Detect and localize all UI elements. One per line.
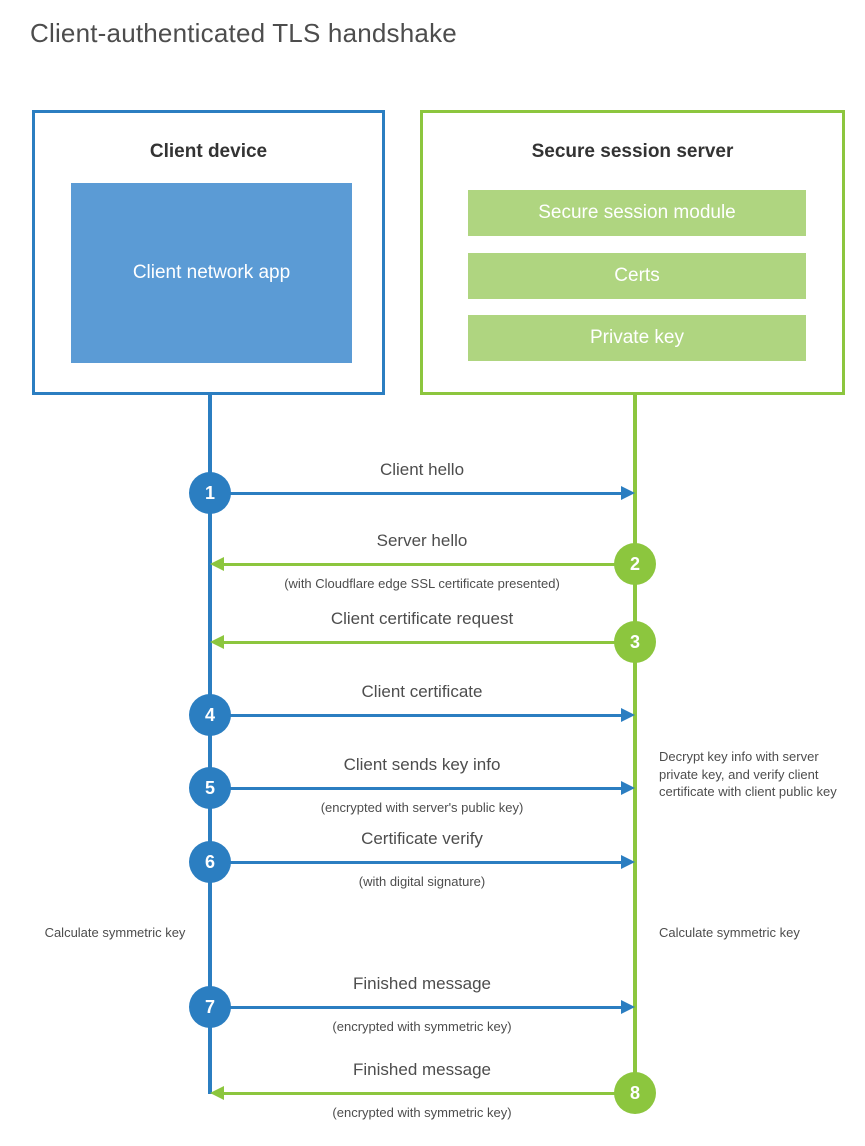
message-label-step-1: Client hello [379,460,465,479]
message-label-step-8: Finished message [353,1060,491,1079]
message-line-step-2 [222,563,635,566]
server-lifeline [633,394,637,1094]
message-label-step-7: Finished message [353,974,491,993]
message-label-step-6: Certificate verify [361,829,483,848]
step-badge-2: 2 [614,543,656,585]
message-line-step-6 [210,861,623,864]
step-badge-5: 5 [189,767,231,809]
secure-session-server-box: Secure session server Secure session mod… [420,110,845,395]
client-lifeline [208,394,212,1094]
message-sublabel-step-8: (encrypted with symmetric key) [332,1105,512,1120]
message-label-step-5: Client sends key info [343,755,501,774]
arrow-right-icon [621,708,635,722]
step-badge-1: 1 [189,472,231,514]
server-component-private-key: Private key [468,315,806,361]
page-title: Client-authenticated TLS handshake [30,18,457,48]
arrow-right-icon [621,781,635,795]
note-calculate-symmetric-key-client: Calculate symmetric key [44,925,186,940]
message-sublabel-step-2: (with Cloudflare edge SSL certificate pr… [284,576,560,591]
step-badge-3: 3 [614,621,656,663]
message-label-step-2: Server hello [376,531,468,550]
arrow-left-icon [210,1086,224,1100]
step-badge-4: 4 [189,694,231,736]
message-line-step-7 [210,1006,623,1009]
server-component-certs: Certs [468,253,806,299]
client-network-app-block: Client network app [71,183,352,363]
note-calculate-symmetric-key-server: Calculate symmetric key [659,925,800,940]
arrow-left-icon [210,557,224,571]
step-badge-8: 8 [614,1072,656,1114]
message-line-step-1 [210,492,623,495]
arrow-left-icon [210,635,224,649]
message-label-step-4: Client certificate [361,682,483,701]
message-line-step-4 [210,714,623,717]
message-sublabel-step-7: (encrypted with symmetric key) [332,1019,512,1034]
message-label-step-3: Client certificate request [330,609,514,628]
arrow-right-icon [621,1000,635,1014]
message-sublabel-step-6: (with digital signature) [358,874,486,889]
step-badge-7: 7 [189,986,231,1028]
arrow-right-icon [621,855,635,869]
server-component-secure-session-module: Secure session module [468,190,806,236]
secure-session-server-title: Secure session server [531,141,734,162]
step-badge-6: 6 [189,841,231,883]
note-decrypt-key-info: Decrypt key info with server private key… [659,749,837,800]
message-line-step-5 [210,787,623,790]
message-line-step-8 [222,1092,635,1095]
message-line-step-3 [222,641,635,644]
arrow-right-icon [621,486,635,500]
client-device-title: Client device [149,141,268,162]
client-device-box: Client device Client network app [32,110,385,395]
message-sublabel-step-5: (encrypted with server's public key) [320,800,524,815]
